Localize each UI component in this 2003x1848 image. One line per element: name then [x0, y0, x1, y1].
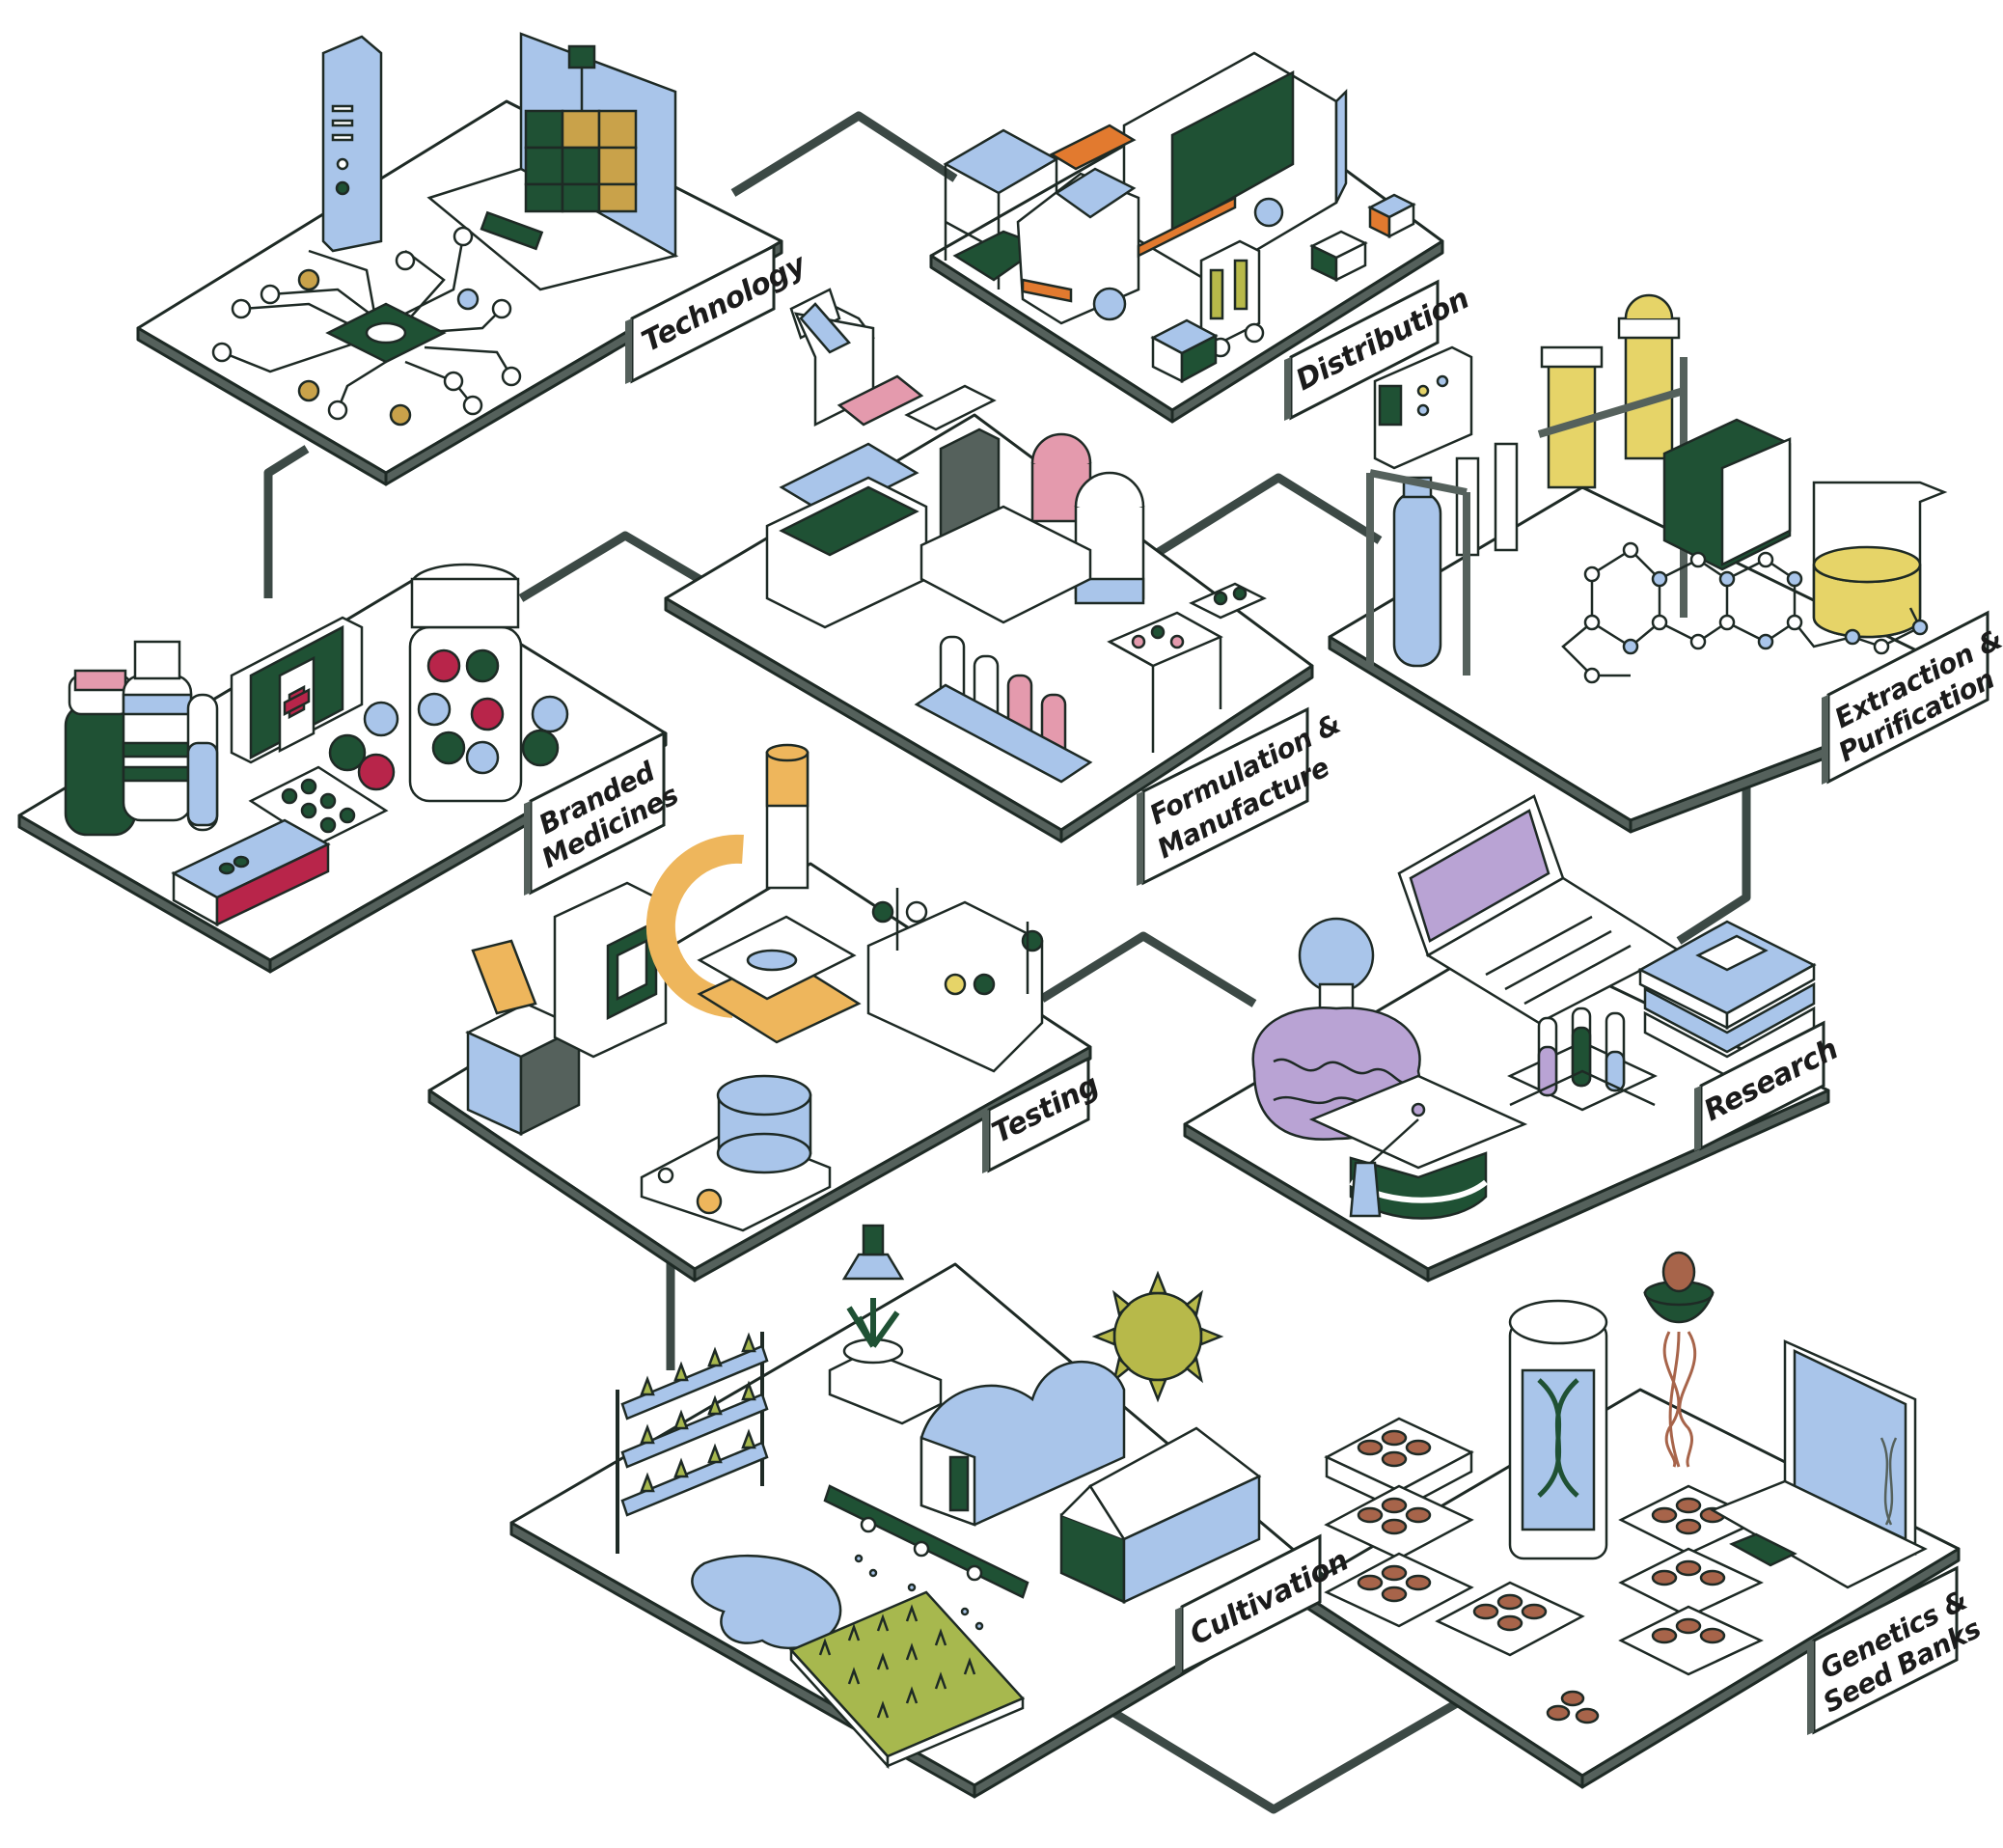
dna-tube-icon [1510, 1301, 1606, 1558]
connector-cultivation-genetics [1090, 1698, 1457, 1809]
connector-technology-branded [268, 449, 307, 598]
connector-formulation-extraction [1139, 478, 1380, 565]
connector-technology-distribution [733, 116, 955, 193]
microscope-icon [782, 290, 921, 516]
gas-cylinder-icon [1394, 478, 1441, 666]
connector-testing-research [1042, 936, 1254, 1004]
beaker-icon [1814, 483, 1944, 637]
light-bulb-icon [1300, 919, 1373, 1013]
vape-pen-icon [323, 37, 381, 251]
medicine-bottles-icon [66, 642, 217, 835]
